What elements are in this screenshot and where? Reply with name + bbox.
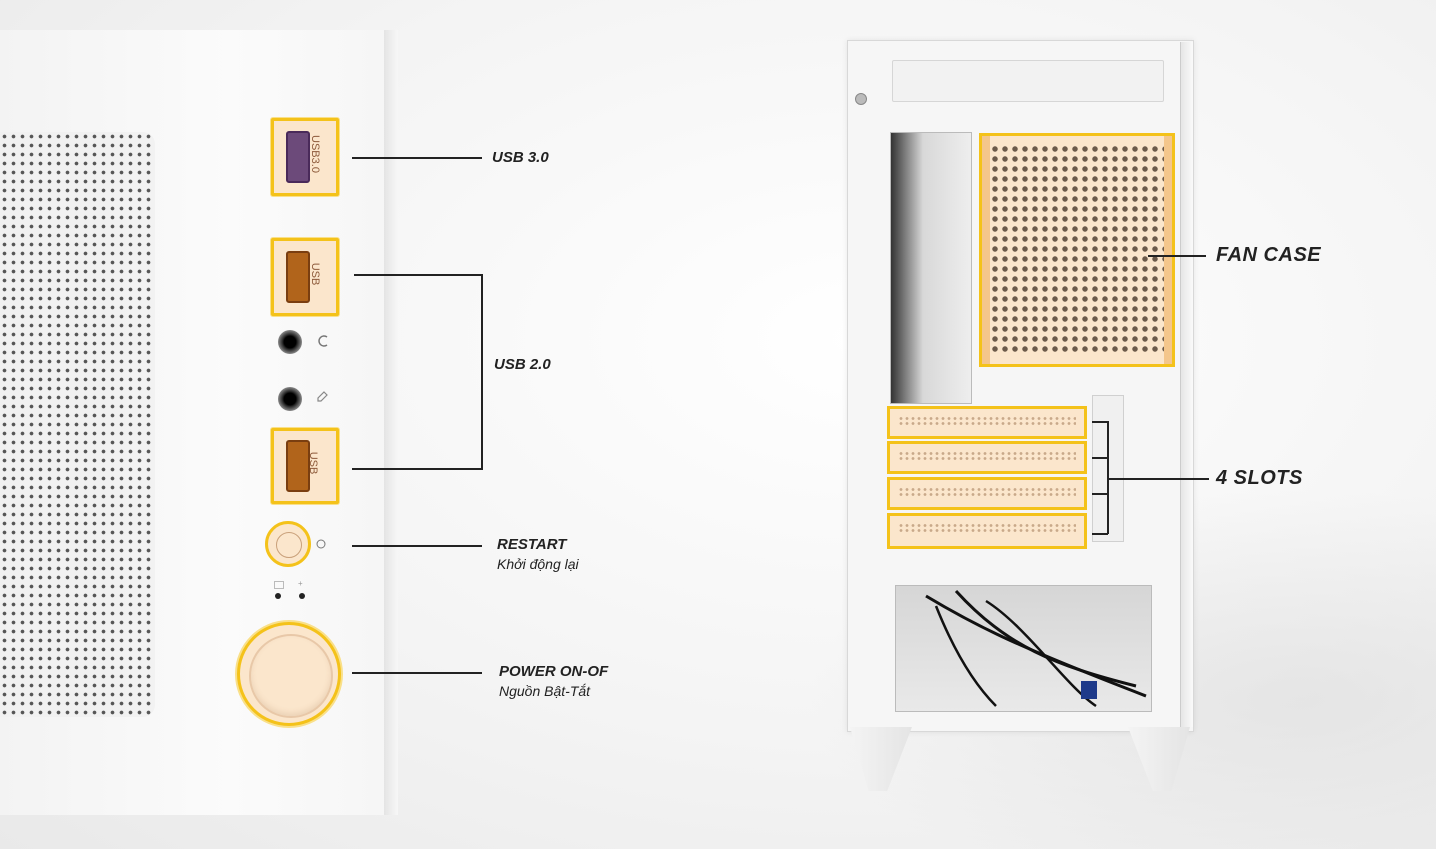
power-led-icon: + [298, 579, 303, 588]
usb20-leader-bottom [352, 468, 482, 470]
expansion-slot-3 [887, 477, 1087, 510]
expansion-slot-4 [887, 513, 1087, 549]
slots-leader [1107, 478, 1209, 480]
usb20-a-label: USB [309, 262, 321, 286]
microphone-icon [317, 391, 328, 402]
slot-tick-1 [1092, 421, 1108, 423]
power-subtitle: Nguồn Bật-Tắt [499, 683, 591, 699]
slot-tick-3 [1092, 493, 1108, 495]
io-shield-opening [890, 132, 972, 404]
fan-case-callout: FAN CASE [1216, 244, 1322, 266]
restart-button [265, 521, 311, 567]
slot-tick-2 [1092, 457, 1108, 459]
usb20-bracket [481, 274, 483, 470]
slots-callout: 4 SLOTS [1216, 467, 1303, 489]
power-button [237, 622, 341, 726]
expansion-slot-2 [887, 441, 1087, 474]
headphone-icon [318, 335, 328, 347]
usb30-port-label: USB3.0 [309, 135, 321, 173]
usb20-port-b: USB [271, 428, 339, 504]
power-leader [352, 672, 482, 674]
headphone-jack [278, 330, 302, 354]
usb20-b-label: USB [307, 451, 319, 475]
hdd-led-icon [274, 581, 284, 589]
usb20-a-slot [286, 251, 310, 303]
power-led [299, 593, 305, 599]
restart-callout: RESTART [497, 536, 567, 553]
usb30-port: USB3.0 [271, 118, 339, 196]
usb20-b-slot [286, 440, 310, 492]
expansion-slot-1 [887, 406, 1087, 439]
restart-icon [316, 539, 326, 549]
slots-bracket [1107, 421, 1109, 534]
fan-grille [979, 133, 1175, 367]
restart-leader [352, 545, 482, 547]
usb30-leader [352, 157, 482, 159]
restart-subtitle: Khởi động lại [497, 556, 579, 572]
usb30-slot [286, 131, 310, 183]
power-callout: POWER ON-OF [499, 663, 609, 680]
psu-bracket [892, 60, 1164, 102]
case-right-edge [1180, 42, 1193, 727]
usb30-callout: USB 3.0 [492, 149, 549, 166]
hdd-led [275, 593, 281, 599]
usb20-port-a: USB [271, 238, 339, 316]
front-mesh-grill [0, 132, 155, 717]
psu-bay [895, 585, 1152, 712]
microphone-jack [278, 387, 302, 411]
usb20-callout: USB 2.0 [494, 356, 551, 373]
slot-tick-4 [1092, 533, 1108, 535]
fan-case-leader [1148, 255, 1206, 257]
usb20-leader-top [354, 274, 482, 276]
top-screw [855, 93, 867, 105]
front-panel-edge [384, 30, 398, 815]
